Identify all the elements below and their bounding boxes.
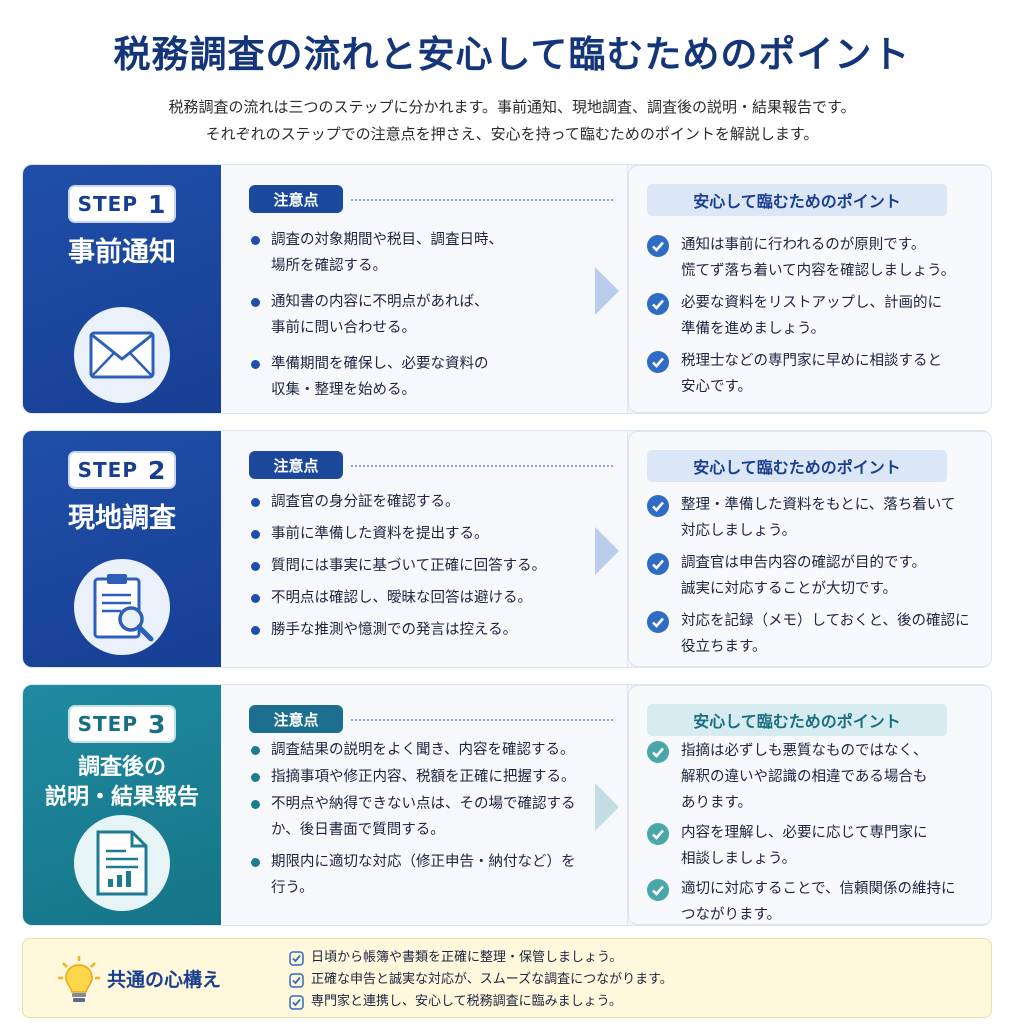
- list-item: 必要な資料をリストアップし、計画的に準備を進めましょう。: [647, 290, 991, 342]
- step-1-name: 事前通知: [68, 237, 176, 269]
- step-name-line: 事前通知: [68, 237, 176, 268]
- clipboard-icon-circle: [74, 559, 170, 655]
- list-item: 適切に対応することで、信頼関係の維持につながります。: [647, 876, 991, 925]
- dotted-divider: [351, 465, 613, 467]
- step-1-badge: STEP 1: [68, 185, 176, 223]
- check-circle-icon: [647, 553, 669, 575]
- notes-tag: 注意点: [249, 451, 343, 479]
- step-name-line: 調査後の: [77, 755, 166, 780]
- list-item: 通知は事前に行われるのが原則です。慌てず落ち着いて内容を確認しましょう。: [647, 232, 991, 284]
- step-number: 1: [147, 189, 167, 219]
- list-item: 通知書の内容に不明点があれば、事前に問い合わせる。: [249, 289, 609, 341]
- points-heading: 安心して臨むためのポイント: [647, 184, 947, 216]
- step-3-name: 調査後の 説明・結果報告: [45, 753, 199, 813]
- step-2-card: STEP 2 現地調査 注意点 調査官の身分証を確認する。 事前に準備した資料を…: [22, 430, 992, 668]
- points-panel: 安心して臨むためのポイント 整理・準備した資料をもとに、落ち着いて対応しましょう…: [628, 431, 991, 667]
- step-3-header: STEP 3 調査後の 説明・結果報告: [23, 685, 221, 925]
- list-item: 整理・準備した資料をもとに、落ち着いて対応しましょう。: [647, 492, 991, 544]
- step-name-line: 現地調査: [68, 503, 176, 534]
- points-heading: 安心して臨むためのポイント: [647, 450, 947, 482]
- step-1-header: STEP 1 事前通知: [23, 165, 221, 413]
- intro-line-2: それぞれのステップでの注意点を押さえ、安心を持って臨むためのポイントを解説します…: [205, 125, 819, 143]
- points-heading: 安心して臨むためのポイント: [647, 704, 947, 736]
- notes-tag: 注意点: [249, 185, 343, 213]
- step-2-point-list: 整理・準備した資料をもとに、落ち着いて対応しましょう。 調査官は申告内容の確認が…: [647, 492, 991, 660]
- envelope-icon: [89, 331, 155, 379]
- step-1-notes: 注意点 調査の対象期間や税目、調査日時、場所を確認する。 通知書の内容に不明点が…: [221, 165, 627, 413]
- step-2-points: 安心して臨むためのポイント 整理・準備した資料をもとに、落ち着いて対応しましょう…: [627, 431, 991, 667]
- list-item: 不明点や納得できない点は、その場で確認するか、後日書面で質問する。: [249, 791, 609, 843]
- common-mindset-box: 共通の心構え 日頃から帳簿や書類を正確に整理・保管しましょう。 正確な申告と誠実…: [22, 938, 992, 1018]
- step-1-point-list: 通知は事前に行われるのが原則です。慌てず落ち着いて内容を確認しましょう。 必要な…: [647, 232, 991, 400]
- list-item: 指摘事項や修正内容、税額を正確に把握する。: [249, 764, 609, 790]
- list-item: 対応を記録（メモ）しておくと、後の確認に役立ちます。: [647, 608, 991, 660]
- lightbulb-icon: [58, 956, 100, 1002]
- list-item: 事前に準備した資料を提出する。: [249, 521, 609, 547]
- step-number: 3: [147, 709, 167, 739]
- step-3-note-list: 調査結果の説明をよく聞き、内容を確認する。 指摘事項や修正内容、税額を正確に把握…: [249, 737, 609, 901]
- arrow-right-icon: [595, 783, 619, 831]
- step-3-card: STEP 3 調査後の 説明・結果報告 注意点 調査結果の説明をよく聞き、内容を…: [22, 684, 992, 926]
- check-circle-icon: [647, 611, 669, 633]
- step-1-card: STEP 1 事前通知 注意点 調査の対象期間や税目、調査日時、場所を確認する。…: [22, 164, 992, 414]
- check-circle-icon: [647, 351, 669, 373]
- check-circle-icon: [647, 235, 669, 257]
- report-icon-circle: [74, 815, 170, 911]
- list-item: 正確な申告と誠実な対応が、スムーズな調査につながります。: [289, 969, 673, 991]
- list-item: 内容を理解し、必要に応じて専門家に相談しましょう。: [647, 820, 991, 872]
- step-word: STEP: [77, 712, 138, 736]
- check-box-icon: [289, 973, 304, 988]
- step-3-badge: STEP 3: [68, 705, 176, 743]
- list-item: 調査官の身分証を確認する。: [249, 489, 609, 515]
- step-1-points: 安心して臨むためのポイント 通知は事前に行われるのが原則です。慌てず落ち着いて内…: [627, 165, 991, 413]
- check-circle-icon: [647, 741, 669, 763]
- list-item: 調査官は申告内容の確認が目的です。誠実に対応することが大切です。: [647, 550, 991, 602]
- step-1-note-list: 調査の対象期間や税目、調査日時、場所を確認する。 通知書の内容に不明点があれば、…: [249, 227, 609, 403]
- check-box-icon: [289, 951, 304, 966]
- arrow-right-icon: [595, 267, 619, 315]
- list-item: 調査結果の説明をよく聞き、内容を確認する。: [249, 737, 609, 763]
- check-box-icon: [289, 995, 304, 1010]
- step-3-point-list: 指摘は必ずしも悪質なものではなく、解釈の違いや認識の相違である場合もあります。 …: [647, 738, 991, 925]
- check-circle-icon: [647, 823, 669, 845]
- step-2-notes: 注意点 調査官の身分証を確認する。 事前に準備した資料を提出する。 質問には事実…: [221, 431, 627, 667]
- report-document-icon: [96, 830, 148, 896]
- dotted-divider: [351, 719, 613, 721]
- list-item: 期限内に適切な対応（修正申告・納付など）を行う。: [249, 849, 609, 901]
- intro-text: 税務調査の流れは三つのステップに分かれます。事前通知、現地調査、調査後の説明・結…: [0, 94, 1024, 148]
- step-word: STEP: [77, 192, 138, 216]
- arrow-right-icon: [595, 527, 619, 575]
- step-2-badge: STEP 2: [68, 451, 176, 489]
- check-circle-icon: [647, 879, 669, 901]
- notes-tag: 注意点: [249, 705, 343, 733]
- list-item: 日頃から帳簿や書類を正確に整理・保管しましょう。: [289, 947, 673, 969]
- step-word: STEP: [77, 458, 138, 482]
- step-3-notes: 注意点 調査結果の説明をよく聞き、内容を確認する。 指摘事項や修正内容、税額を正…: [221, 685, 627, 925]
- step-number: 2: [147, 455, 167, 485]
- points-panel: 安心して臨むためのポイント 通知は事前に行われるのが原則です。慌てず落ち着いて内…: [628, 165, 991, 413]
- list-item: 不明点は確認し、曖昧な回答は避ける。: [249, 585, 609, 611]
- step-3-points: 安心して臨むためのポイント 指摘は必ずしも悪質なものではなく、解釈の違いや認識の…: [627, 685, 991, 925]
- clipboard-magnifier-icon: [93, 574, 154, 642]
- list-item: 専門家と連携し、安心して税務調査に臨みましょう。: [289, 991, 673, 1013]
- check-circle-icon: [647, 293, 669, 315]
- list-item: 準備期間を確保し、必要な資料の収集・整理を始める。: [249, 351, 609, 403]
- check-circle-icon: [647, 495, 669, 517]
- dotted-divider: [351, 199, 613, 201]
- intro-line-1: 税務調査の流れは三つのステップに分かれます。事前通知、現地調査、調査後の説明・結…: [168, 98, 856, 116]
- points-panel: 安心して臨むためのポイント 指摘は必ずしも悪質なものではなく、解釈の違いや認識の…: [628, 685, 991, 925]
- list-item: 質問には事実に基づいて正確に回答する。: [249, 553, 609, 579]
- common-mindset-label: 共通の心構え: [107, 969, 222, 991]
- list-item: 調査の対象期間や税目、調査日時、場所を確認する。: [249, 227, 609, 279]
- step-name-line: 説明・結果報告: [44, 785, 199, 810]
- envelope-icon-circle: [74, 307, 170, 403]
- list-item: 指摘は必ずしも悪質なものではなく、解釈の違いや認識の相違である場合もあります。: [647, 738, 991, 816]
- list-item: 税理士などの専門家に早めに相談すると安心です。: [647, 348, 991, 400]
- step-2-name: 現地調査: [68, 503, 176, 535]
- page-title: 税務調査の流れと安心して臨むためのポイント: [113, 33, 911, 76]
- list-item: 勝手な推測や憶測での発言は控える。: [249, 617, 609, 643]
- step-2-header: STEP 2 現地調査: [23, 431, 221, 667]
- step-2-note-list: 調査官の身分証を確認する。 事前に準備した資料を提出する。 質問には事実に基づい…: [249, 489, 609, 643]
- common-mindset-list: 日頃から帳簿や書類を正確に整理・保管しましょう。 正確な申告と誠実な対応が、スム…: [289, 947, 673, 1013]
